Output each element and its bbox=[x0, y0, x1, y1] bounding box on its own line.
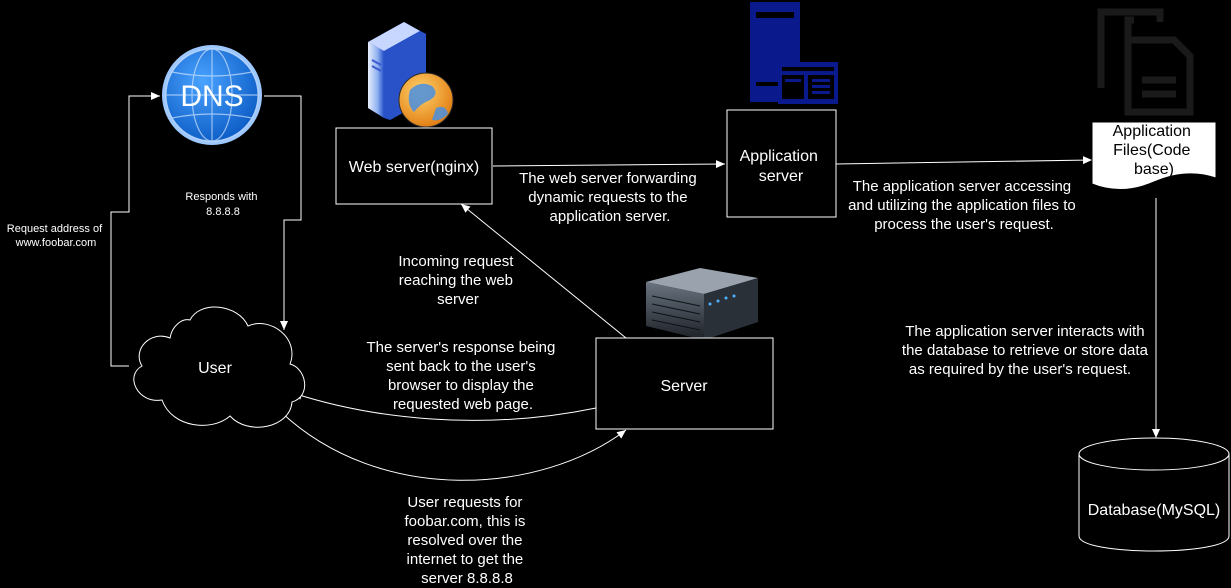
label-user-requests-line-3: resolved over the bbox=[407, 532, 522, 549]
application-server-label-line-2: server bbox=[759, 168, 804, 185]
label-server-response-line-1: The server's response being bbox=[367, 339, 556, 356]
label-request-address-line-1: Request address of bbox=[7, 223, 103, 235]
edge-user-to-server bbox=[280, 411, 627, 481]
label-user-requests-line-2: foobar.com, this is bbox=[404, 513, 525, 530]
edge-labels: Request address of www.foobar.com Respon… bbox=[7, 170, 1152, 587]
database-node: Database(MySQL) bbox=[1078, 437, 1230, 552]
label-server-response: The server's response being sent back to… bbox=[367, 339, 560, 413]
server-with-globe-icon bbox=[368, 22, 454, 128]
label-responds-with-line-1: Responds with bbox=[185, 191, 257, 203]
application-files-label-line-3: base) bbox=[1134, 161, 1174, 178]
label-app-to-files: The application server accessing and uti… bbox=[848, 178, 1080, 233]
label-app-to-files-line-1: The application server accessing bbox=[853, 178, 1071, 195]
edge-web-to-app bbox=[492, 160, 726, 169]
edge-server-to-user bbox=[292, 391, 597, 421]
application-server-node: Application server bbox=[726, 109, 837, 218]
label-web-to-app-line-1: The web server forwarding bbox=[519, 170, 697, 187]
label-app-to-files-line-3: process the user's request. bbox=[874, 216, 1054, 233]
server-label: Server bbox=[660, 378, 708, 395]
edges bbox=[110, 92, 1160, 481]
database-label: Database(MySQL) bbox=[1088, 502, 1221, 519]
application-server-label: Application server bbox=[740, 148, 823, 185]
label-responds-with-line-2: 8.8.8.8 bbox=[206, 206, 240, 218]
edge-app-to-files bbox=[835, 156, 1093, 165]
label-app-to-db-line-3: as required by the user's request. bbox=[909, 361, 1131, 378]
dns-node: DNS bbox=[162, 45, 262, 145]
label-app-to-db: The application server interacts with th… bbox=[902, 323, 1152, 378]
web-server-node: Web server(nginx) bbox=[335, 127, 493, 205]
label-web-to-app-line-3: application server. bbox=[550, 208, 671, 225]
application-files-label-line-1: Application bbox=[1113, 123, 1191, 140]
label-request-address-line-2: www.foobar.com bbox=[15, 237, 97, 249]
edge-user-to-dns bbox=[110, 92, 160, 367]
application-files-label: Application Files(Code base) bbox=[1113, 123, 1196, 178]
label-web-to-app: The web server forwarding dynamic reques… bbox=[519, 170, 701, 225]
edge-server-to-web bbox=[460, 203, 627, 339]
label-server-response-line-2: sent back to the user's bbox=[386, 358, 536, 375]
user-node: User bbox=[133, 306, 306, 428]
label-user-requests: User requests for foobar.com, this is re… bbox=[404, 494, 529, 587]
label-server-response-line-3: browser to display the bbox=[388, 377, 534, 394]
label-user-requests-line-1: User requests for bbox=[407, 494, 522, 511]
user-label: User bbox=[198, 360, 232, 377]
edge-dns-to-user bbox=[264, 95, 302, 330]
label-request-address: Request address of www.foobar.com bbox=[7, 223, 105, 249]
label-app-to-db-line-1: The application server interacts with bbox=[905, 323, 1144, 340]
label-app-to-files-line-2: and utilizing the application files to bbox=[848, 197, 1076, 214]
label-incoming-request-line-1: Incoming request bbox=[398, 253, 514, 270]
label-responds-with: Responds with 8.8.8.8 bbox=[185, 191, 260, 218]
label-incoming-request: Incoming request reaching the web server bbox=[398, 253, 517, 308]
label-server-response-line-4: requested web page. bbox=[393, 396, 533, 413]
documents-icon bbox=[1097, 8, 1194, 116]
dns-label: DNS bbox=[180, 80, 243, 113]
application-server-label-line-1: Application bbox=[740, 148, 818, 165]
label-incoming-request-line-3: server bbox=[437, 291, 479, 308]
globe-dns-icon bbox=[162, 45, 262, 145]
label-incoming-request-line-2: reaching the web bbox=[399, 272, 513, 289]
application-files-label-line-2: Files(Code bbox=[1113, 142, 1190, 159]
application-files-node: Application Files(Code base) bbox=[1091, 121, 1217, 191]
label-web-to-app-line-2: dynamic requests to the bbox=[528, 189, 687, 206]
cloud-shape bbox=[133, 306, 306, 428]
application-server-icon bbox=[750, 2, 838, 104]
label-user-requests-line-4: internet to get the bbox=[407, 551, 524, 568]
server-node: Server bbox=[595, 337, 774, 430]
rack-server-icon bbox=[646, 268, 758, 340]
label-app-to-db-line-2: the database to retrieve or store data bbox=[902, 342, 1149, 359]
label-user-requests-line-5: server 8.8.8.8 bbox=[421, 570, 513, 587]
web-server-label: Web server(nginx) bbox=[349, 159, 479, 176]
